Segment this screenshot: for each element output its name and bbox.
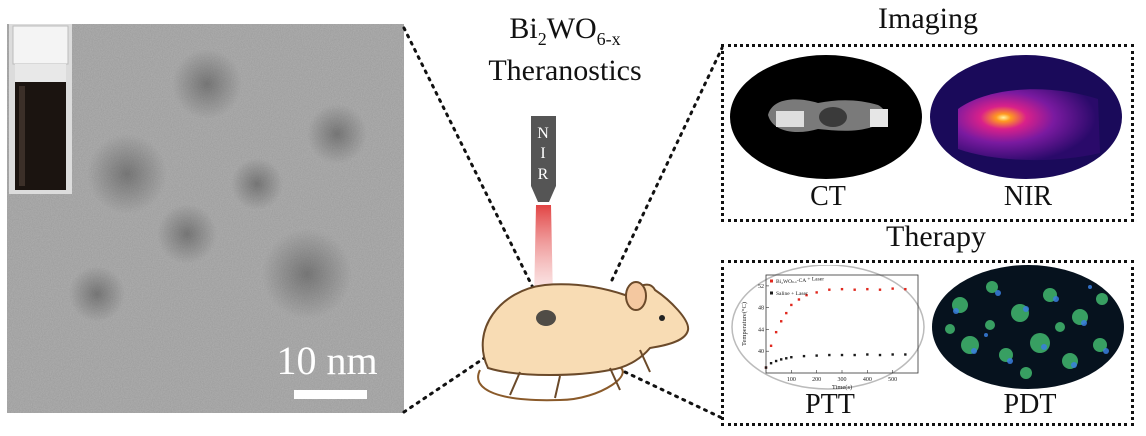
series-0-point-9	[828, 288, 831, 291]
laser-beam	[534, 205, 553, 300]
mouse-eye	[659, 315, 665, 321]
nir-thermal-image	[930, 55, 1122, 179]
series-1-point-5	[790, 356, 793, 359]
formula-title: Bi2WO6-x	[440, 12, 690, 56]
series-1-point-10	[853, 353, 856, 357]
nir-probe-icon: N I R	[531, 116, 556, 202]
tumor-site	[536, 310, 556, 326]
therapy-title: Therapy	[886, 220, 986, 253]
probe-letter-r: R	[538, 166, 549, 183]
formula-sub-2: 2	[537, 29, 547, 49]
x-axis-label: Time(s)	[832, 384, 852, 391]
imaging-title: Imaging	[878, 2, 978, 35]
series-0-point-6	[797, 298, 801, 301]
series-1-point-6	[802, 354, 806, 358]
mouse-tail	[477, 364, 624, 402]
tem-micrograph: 10 nm	[7, 24, 404, 413]
series-1-point-8	[828, 353, 831, 357]
series-1-point-14	[904, 353, 907, 356]
series-0-point-13	[878, 288, 882, 291]
series-1-point-0	[764, 366, 768, 369]
scale-bar	[294, 390, 367, 399]
y-axis-label: Temperature(°C)	[741, 302, 748, 346]
series-1-point-9	[840, 353, 844, 357]
x-tick-label-4: 500	[888, 377, 897, 383]
probe-letter-n: N	[537, 125, 549, 142]
mouse-ear	[625, 281, 647, 311]
series-1-point-1	[769, 362, 773, 365]
series-0-point-8	[815, 291, 818, 294]
theranostics-label: Theranostics	[488, 54, 642, 87]
series-1-point-3	[780, 358, 783, 361]
y-tick-label-0: 40	[758, 349, 764, 355]
ct-image	[730, 55, 922, 179]
formula-bi: Bi	[509, 12, 538, 45]
series-0-point-3	[780, 320, 783, 323]
scale-bar-label: 10 nm	[276, 338, 377, 383]
pdt-caption: PDT	[1003, 389, 1057, 420]
legend-marker-0	[770, 279, 773, 283]
ct-caption: CT	[810, 181, 846, 212]
series-0-point-11	[853, 288, 856, 291]
formula-sub-6x: 6-x	[596, 29, 621, 49]
y-tick-label-2: 48	[758, 306, 764, 312]
series-0-point-7	[805, 293, 808, 297]
series-0-point-5	[790, 303, 793, 307]
probe-letter-i: I	[540, 145, 545, 162]
x-tick-label-2: 300	[838, 377, 847, 383]
nir-caption: NIR	[1003, 181, 1053, 212]
legend-marker-1	[770, 291, 773, 295]
ptt-caption: PTT	[805, 389, 855, 420]
connector-imaging	[610, 46, 724, 282]
series-1-point-12	[878, 353, 882, 357]
series-0-point-1	[769, 344, 773, 347]
legend-label-1: Saline + Laser	[776, 291, 808, 297]
x-tick-label-0: 100	[787, 377, 796, 383]
series-0-point-10	[840, 287, 844, 291]
series-0-point-15	[904, 287, 907, 291]
pdt-fluorescence-image	[932, 265, 1124, 389]
legend-label-0: Bi2WO6-x-CA + Laser	[776, 277, 824, 286]
mouse-illustration	[477, 281, 690, 402]
series-0-point-14	[891, 287, 894, 290]
series-0-point-2	[774, 330, 778, 334]
nanoparticle-clusters	[69, 49, 367, 322]
y-tick-label-1: 44	[758, 327, 764, 333]
imaging-panel: CT NIR	[721, 44, 1134, 222]
series-1-point-7	[815, 354, 818, 357]
x-tick-label-3: 400	[863, 377, 872, 383]
series-0-point-4	[785, 311, 788, 315]
series-1-point-2	[774, 359, 778, 363]
tem-image: 10 nm	[7, 24, 404, 413]
y-tick-label-3: 52	[758, 284, 764, 290]
formula-wo: WO	[546, 12, 597, 45]
cuvette-inset	[9, 24, 72, 194]
series-1-point-11	[866, 353, 869, 356]
series-0-point-12	[866, 287, 869, 291]
series-1-point-4	[785, 357, 788, 360]
x-tick-label-1: 200	[812, 377, 821, 383]
series-1-point-13	[891, 353, 894, 356]
ptt-chart-frame	[731, 265, 925, 390]
connector-therapy	[623, 370, 724, 420]
